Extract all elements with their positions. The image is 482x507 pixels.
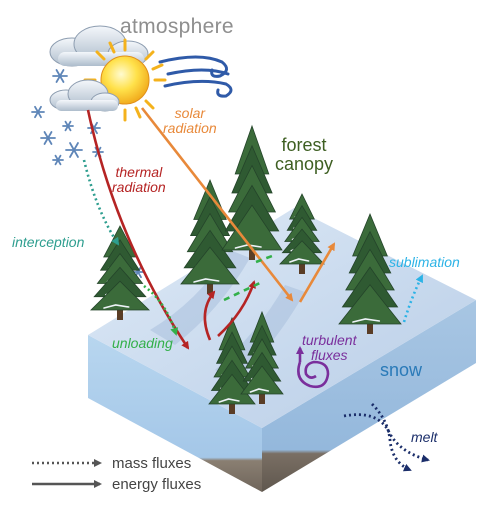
thermal-canopy-arrow	[203, 290, 216, 341]
thermal-radiation-label-line2: radiation	[112, 178, 166, 195]
solar-radiation-label: solar radiation	[163, 106, 217, 135]
conifer-tree	[279, 193, 325, 274]
snow-label: snow	[380, 360, 423, 380]
forest-trees	[90, 124, 402, 414]
solar-radiation-arrow	[140, 107, 294, 302]
forest-canopy-label: forest canopy	[275, 136, 333, 174]
forest-canopy-label-line2: canopy	[275, 153, 334, 174]
thermal-radiation-arrow	[86, 109, 190, 350]
melt-arrow-lower	[371, 403, 412, 472]
melt-label: melt	[411, 429, 438, 445]
snow-block-left-face	[88, 335, 262, 492]
legend-energy-fluxes-label: energy fluxes	[112, 476, 202, 493]
conifer-tree	[90, 225, 150, 320]
cloud-icon	[49, 79, 120, 112]
canopy-snow-dash	[223, 254, 273, 302]
wind-icon	[158, 55, 233, 98]
interception-label: interception	[12, 234, 85, 250]
atmosphere-label: atmosphere	[120, 15, 234, 38]
legend-mass-fluxes-label: mass fluxes	[112, 455, 192, 472]
sublimation-arrow	[402, 274, 424, 323]
solar-radiation-label-line1: solar	[174, 105, 206, 121]
melt-arrow-upper	[343, 413, 430, 463]
conifer-tree	[240, 310, 284, 404]
thermal-radiation-label-line1: thermal	[115, 164, 163, 180]
solar-radiation-label-line2: radiation	[163, 119, 217, 136]
thermal-radiation-label: thermal radiation	[112, 165, 166, 194]
conifer-tree	[180, 178, 240, 294]
unloading-label: unloading	[112, 335, 173, 351]
forest-canopy-label-line1: forest	[281, 135, 327, 155]
conifer-tree	[221, 124, 283, 260]
thermal-emission-arrow	[217, 280, 256, 337]
turbulent-fluxes-label: turbulent fluxes	[302, 333, 356, 362]
turbulent-fluxes-icon	[296, 346, 330, 389]
turbulent-fluxes-label-line2: fluxes	[310, 346, 348, 363]
conifer-tree	[208, 316, 256, 414]
turbulent-fluxes-label-line1: turbulent	[302, 332, 357, 348]
conifer-tree	[338, 212, 402, 334]
sublimation-label: sublimation	[389, 254, 460, 270]
reflected-solar-arrow	[298, 242, 336, 303]
snow-block-right-face	[262, 300, 476, 492]
